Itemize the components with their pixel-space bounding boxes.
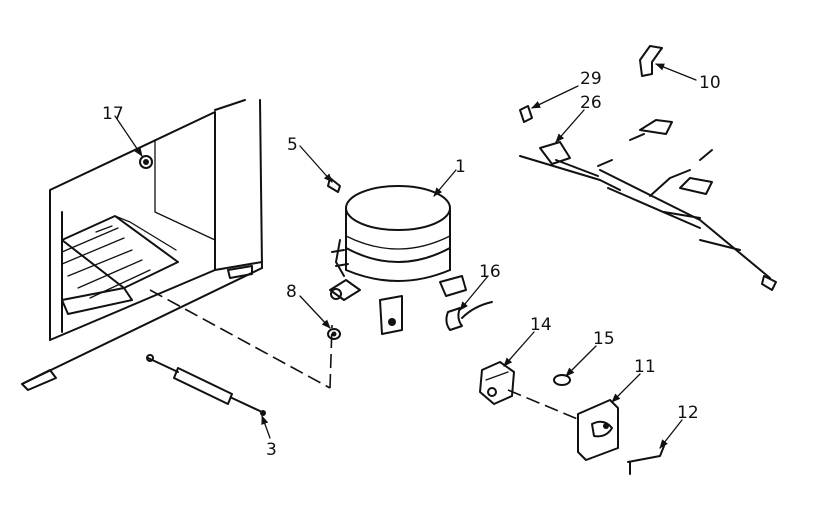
callout-26: 26 — [580, 93, 602, 113]
callout-3: 3 — [266, 440, 277, 460]
callout-arrows — [114, 63, 697, 449]
alignment-lines — [149, 289, 581, 421]
wire-clip — [627, 445, 665, 475]
callout-29: 29 — [580, 69, 602, 89]
callout-1: 1 — [455, 157, 466, 177]
clip — [639, 45, 663, 77]
overload-sleeve — [445, 301, 493, 331]
terminal-cover — [577, 399, 619, 461]
callout-5: 5 — [287, 135, 298, 155]
compressor — [329, 185, 467, 335]
mounting-bracket — [327, 177, 341, 193]
callout-14: 14 — [530, 315, 552, 335]
screw — [519, 105, 533, 123]
grommet — [327, 328, 341, 340]
callout-16: 16 — [479, 262, 501, 282]
callout-15: 15 — [593, 329, 615, 349]
callout-17: 17 — [102, 104, 124, 124]
callout-11: 11 — [634, 357, 656, 377]
spring-clip — [553, 374, 571, 386]
cabinet-compartment — [21, 99, 263, 391]
callout-12: 12 — [677, 403, 699, 423]
callout-8: 8 — [286, 282, 297, 302]
callout-10: 10 — [699, 73, 721, 93]
relay — [479, 361, 515, 405]
drier-tube — [146, 354, 266, 416]
wiring-harness — [519, 119, 777, 291]
callout-labels: 17 5 1 8 16 3 10 29 26 14 15 11 12 — [102, 69, 721, 460]
